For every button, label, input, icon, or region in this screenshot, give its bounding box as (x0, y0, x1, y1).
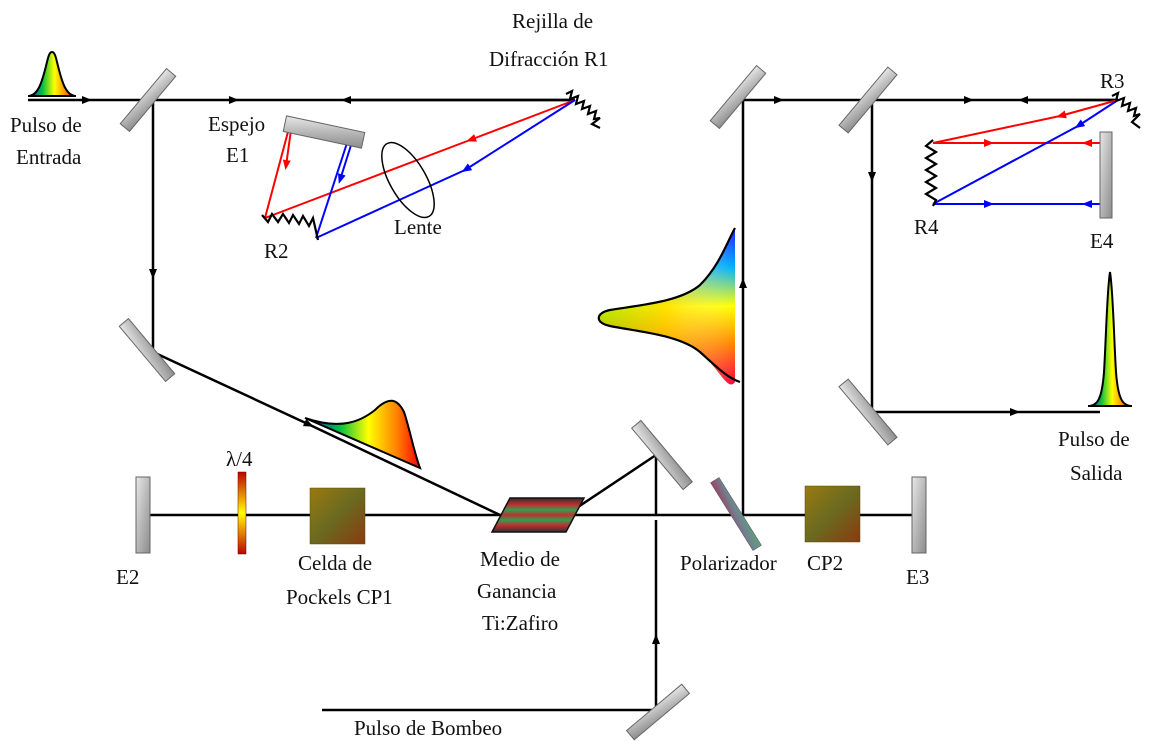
label-mirror-e1-1: Espejo (208, 112, 265, 136)
mirror-left-fold (118, 317, 176, 383)
pulse-output-icon (1087, 271, 1133, 407)
label-gain-2: Ganancia (477, 579, 557, 603)
label-pump: Pulso de Bombeo (354, 716, 502, 740)
pulse-amplified-icon (597, 227, 741, 385)
mirror-e1 (282, 115, 366, 149)
labels: Pulso de Entrada Rejilla de Difracción R… (10, 9, 1130, 740)
mirror-e4 (1099, 131, 1113, 219)
gain-medium-crystal (490, 497, 586, 533)
pulse-input-icon (27, 50, 77, 97)
label-lens: Lente (394, 215, 442, 239)
label-pulse-in-2: Entrada (16, 145, 82, 169)
label-pulse-in-1: Pulso de (10, 113, 82, 137)
label-pockels-1: Celda de (298, 551, 372, 575)
label-mirror-e2: E2 (116, 565, 139, 589)
mirror-pump-lower (625, 683, 691, 741)
polarizer (710, 477, 762, 551)
label-grating-r1-1: Rejilla de (512, 9, 593, 33)
grating-r1 (565, 88, 601, 129)
grating-r3 (1111, 90, 1141, 129)
pulse-chirped-icon (304, 399, 422, 470)
mirror-input-splitter (119, 67, 177, 133)
pockels-cell-cp1 (309, 487, 366, 545)
label-pockels-2: Pockels CP1 (286, 585, 393, 609)
mirror-output-fold (838, 378, 898, 446)
pockels-cell-cp2 (804, 485, 861, 543)
label-grating-r2: R2 (264, 239, 289, 263)
label-pulse-out-2: Salida (1070, 461, 1123, 485)
stretcher-rays (264, 99, 576, 239)
mirror-e2 (135, 476, 151, 554)
label-grating-r1-2: Difracción R1 (489, 47, 609, 71)
mirror-e3 (911, 476, 927, 554)
label-grating-r3: R3 (1100, 69, 1125, 93)
label-gain-3: Ti:Zafiro (482, 611, 558, 635)
label-grating-r4: R4 (914, 215, 939, 239)
mirror-pump-upper (630, 419, 694, 491)
label-pulse-out-1: Pulso de (1058, 427, 1130, 451)
label-pockels-cp2: CP2 (807, 551, 843, 575)
compressor-rays (932, 99, 1119, 208)
mirror-top-left-fold (709, 64, 767, 130)
label-quarter-wave: λ/4 (226, 447, 253, 471)
label-mirror-e4: E4 (1090, 229, 1114, 253)
label-gain-1: Medio de (480, 547, 560, 571)
label-mirror-e1-2: E1 (226, 143, 249, 167)
grating-r4 (923, 139, 939, 207)
mirror-top-splitter (838, 66, 898, 134)
grating-r2 (261, 211, 320, 241)
lens (381, 141, 435, 219)
label-polarizer: Polarizador (680, 551, 777, 575)
label-mirror-e3: E3 (906, 565, 929, 589)
quarter-wave-plate (237, 471, 247, 555)
